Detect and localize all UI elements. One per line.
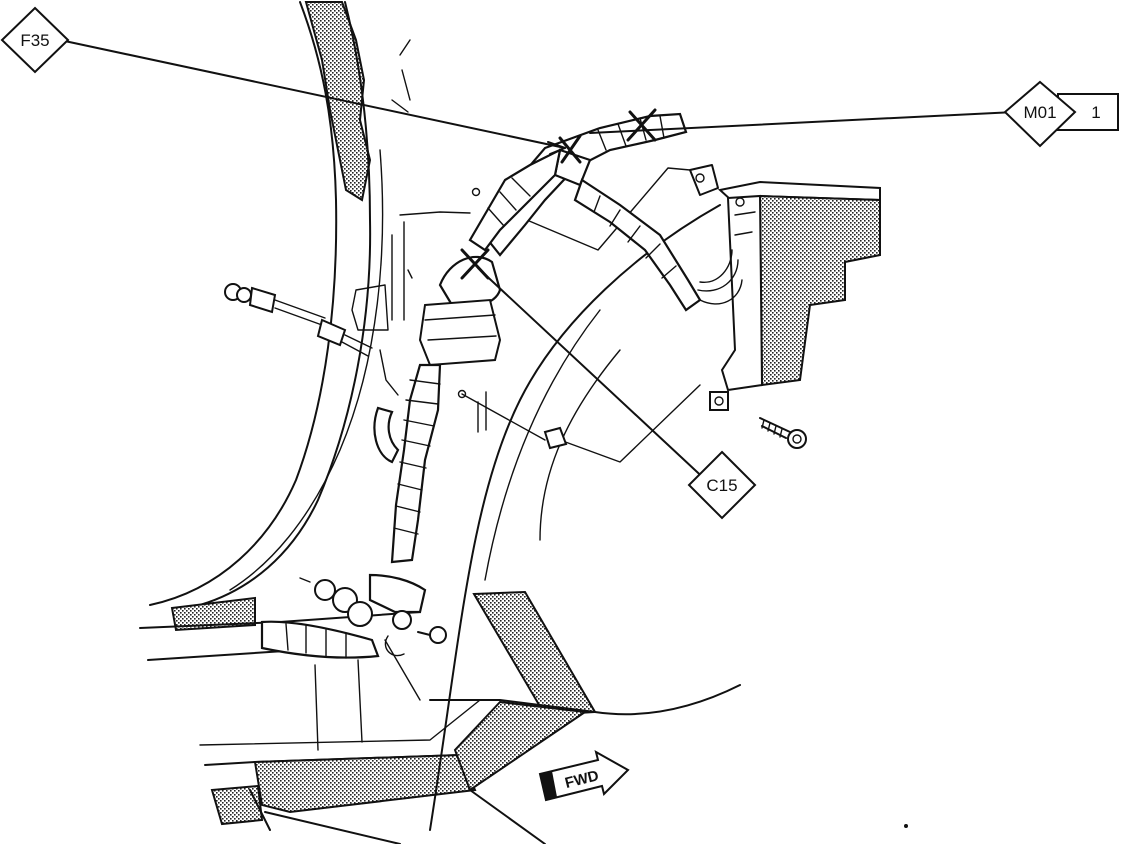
alignment-lines bbox=[461, 167, 701, 463]
callout-m01-diamond bbox=[1003, 80, 1077, 148]
callout-f35-label: F35 bbox=[20, 31, 49, 50]
callout-f35-diamond bbox=[0, 6, 70, 74]
lower-sill bbox=[139, 596, 501, 844]
ground-terminals bbox=[260, 573, 447, 659]
mounting-bolt bbox=[709, 391, 807, 449]
wire-harness bbox=[373, 112, 743, 564]
module-bracket bbox=[689, 164, 719, 196]
forward-direction-arrow: FWD bbox=[538, 749, 630, 802]
callout-f35: F35 bbox=[0, 6, 70, 74]
control-module bbox=[717, 180, 881, 392]
callout-m01: M01 1 bbox=[1003, 80, 1119, 148]
stray-dot bbox=[904, 824, 908, 828]
callout-m01-suffix: 1 bbox=[1091, 103, 1100, 122]
harness-clips bbox=[457, 187, 568, 450]
callout-c15-label: C15 bbox=[706, 476, 737, 495]
rear-fastener-assembly bbox=[224, 283, 399, 396]
callout-c15: C15 bbox=[687, 450, 757, 520]
callout-c15-diamond bbox=[687, 450, 757, 520]
callout-leaders bbox=[59, 39, 1016, 485]
callout-m01-label: M01 bbox=[1023, 103, 1056, 122]
inner-bracket bbox=[351, 39, 471, 331]
